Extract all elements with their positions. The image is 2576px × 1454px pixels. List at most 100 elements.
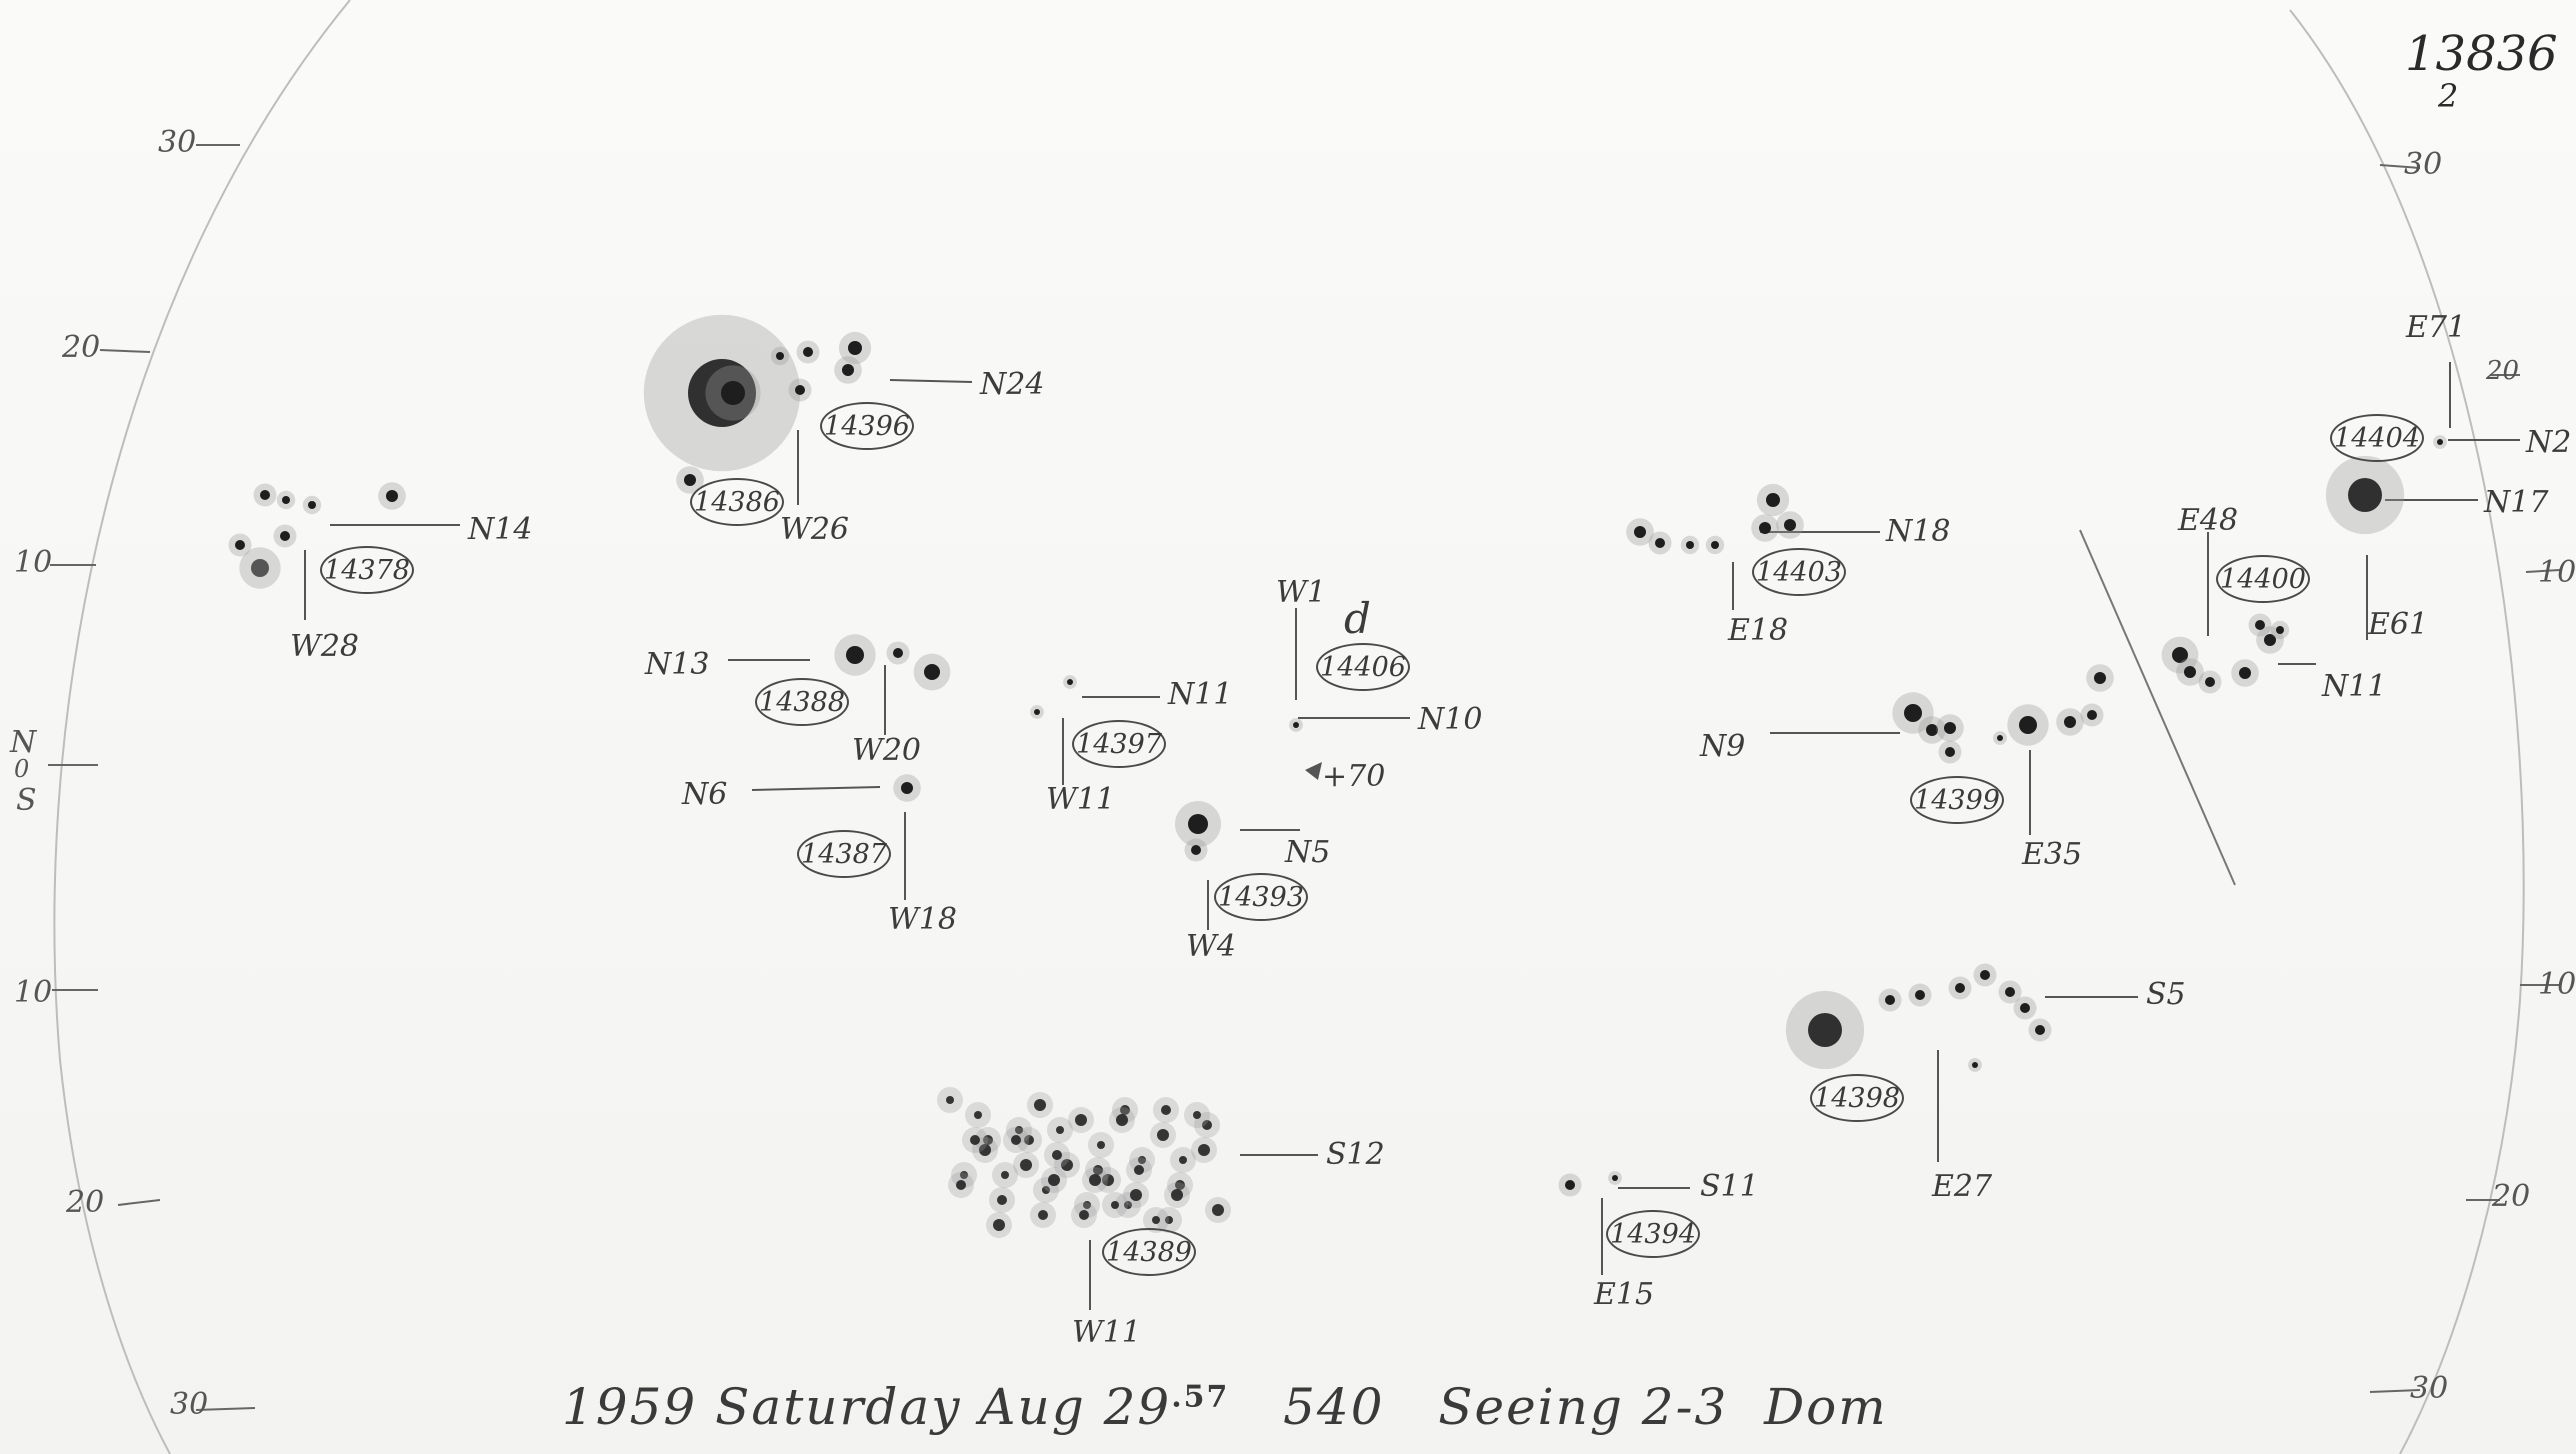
sunspot-umbra [924, 664, 940, 680]
sunspot-umbra [1686, 541, 1694, 549]
sunspot-umbra [1945, 747, 1955, 757]
longitude-label: W4 [1186, 929, 1236, 964]
sunspot-umbra [1015, 1126, 1023, 1134]
sunspot-umbra [970, 1135, 980, 1145]
scale-tick [2525, 569, 2561, 573]
spot-marker-triangle [1305, 762, 1322, 780]
sunspots [228, 314, 2447, 1238]
latitude-label: N11 [2322, 669, 2387, 704]
sunspot-umbra [721, 381, 745, 405]
reference-subscript: 2 [2438, 77, 2459, 115]
latitude-label: S11 [1700, 1169, 1759, 1204]
scale-right-s30: 30 [2410, 1371, 2449, 1406]
scale-right-n30: 30 [2404, 147, 2443, 182]
solar-limb [53, 0, 2525, 1454]
sunspot-umbra [1102, 1174, 1114, 1186]
sunspot-umbra [1034, 1099, 1046, 1111]
sunspot-umbra [842, 364, 854, 376]
sunspot-umbra [1020, 1159, 1032, 1171]
sunspot-umbra [684, 474, 696, 486]
longitude-label: W11 [1072, 1315, 1142, 1350]
region-number: 14394 [1606, 1210, 1700, 1258]
region-number: 14403 [1752, 548, 1846, 596]
sunspot-umbra [235, 540, 245, 550]
sunspot-umbra [1152, 1216, 1160, 1224]
sunspot-umbra [260, 490, 270, 500]
sunspot-umbra [1120, 1105, 1130, 1115]
sunspot-umbra [1784, 519, 1796, 531]
longitude-label: W28 [290, 629, 360, 664]
caption-observer: Dom [1764, 1378, 1888, 1436]
scale-left-north: N [10, 725, 37, 760]
latitude-label: N11 [1168, 677, 1233, 712]
region-number: 14393 [1214, 873, 1308, 921]
sunspot-umbra [2035, 1025, 2045, 1035]
region-number: 14378 [320, 546, 414, 594]
sunspot-umbra [1171, 1189, 1183, 1201]
sunspot-umbra [1212, 1204, 1224, 1216]
sunspot-umbra [1655, 538, 1665, 548]
group-note: d [1344, 594, 1371, 643]
latitude-label: S12 [1326, 1137, 1385, 1172]
sunspot-umbra [2348, 478, 2382, 512]
caption-fraction: .57 [1171, 1379, 1230, 1415]
latitude-label: S5 [2146, 977, 2186, 1012]
latitude-label: N10 [1418, 702, 1483, 737]
sunspot-umbra [2020, 1003, 2030, 1013]
sunspot-umbra [2087, 710, 2097, 720]
separator-stroke [2079, 529, 2236, 886]
latitude-label: N13 [645, 647, 710, 682]
longitude-label: W26 [780, 512, 850, 547]
caption-seeing: Seeing 2-3 [1438, 1378, 1729, 1436]
leader-line [751, 786, 881, 791]
sunspot-umbra [1130, 1189, 1142, 1201]
sunspot-umbra [795, 385, 805, 395]
scale-tick [117, 1199, 161, 1206]
region-number: 14398 [1810, 1074, 1904, 1122]
latitude-label: N14 [468, 512, 533, 547]
latitude-label: N2 [2526, 425, 2572, 460]
sunspot-umbra [386, 490, 398, 502]
sunspot-umbra [1926, 724, 1938, 736]
sunspot-umbra [1193, 1111, 1201, 1119]
caption-date: Aug 29 [979, 1378, 1172, 1436]
sunspot-umbra [1083, 1201, 1091, 1209]
region-number: 14388 [755, 678, 849, 726]
sunspot-umbra [2094, 672, 2106, 684]
sunspot-umbra [2005, 987, 2015, 997]
sunspot-umbra [1024, 1135, 1034, 1145]
sunspot-umbra [1293, 722, 1299, 728]
latitude-ticks [48, 144, 2561, 1411]
sunspot-umbra [2255, 620, 2265, 630]
scale-left-n20: 20 [62, 330, 101, 365]
latitude-label: N17 [2484, 485, 2549, 520]
extra-note: +70 [1322, 759, 1386, 794]
left-limb-arc [53, 0, 351, 1454]
sunspot-umbra [2172, 647, 2188, 663]
sunspot-umbra [1157, 1129, 1169, 1141]
sunspot-umbra [1202, 1120, 1212, 1130]
sunspot-umbra [1188, 814, 1208, 834]
latitude-label: N9 [1700, 729, 1746, 764]
sunspot-umbra [1175, 1180, 1185, 1190]
sunspot-umbra [848, 341, 862, 355]
region-number: 14397 [1072, 720, 1166, 768]
right-limb-arc [2289, 9, 2525, 1454]
latitude-label: N5 [1285, 835, 1331, 870]
longitude-label: E27 [1932, 1169, 1993, 1204]
sunspot-umbra [1165, 1216, 1173, 1224]
sunspot-umbra [280, 531, 290, 541]
sunspot-umbra [2184, 666, 2196, 678]
sunspot-umbra [2437, 439, 2443, 445]
sunspot-umbra [1052, 1150, 1062, 1160]
sunspot-umbra [282, 496, 290, 504]
sunspot-umbra [1079, 1210, 1089, 1220]
sunspot-umbra [1116, 1114, 1128, 1126]
scale-tick [99, 349, 151, 353]
sunspot-umbra [251, 559, 269, 577]
caption-day: Saturday [715, 1378, 962, 1436]
sunspot-umbra [983, 1135, 993, 1145]
scale-left-n10: 10 [14, 545, 53, 580]
latitude-label: N18 [1886, 514, 1951, 549]
scale-tick [2369, 1389, 2421, 1393]
